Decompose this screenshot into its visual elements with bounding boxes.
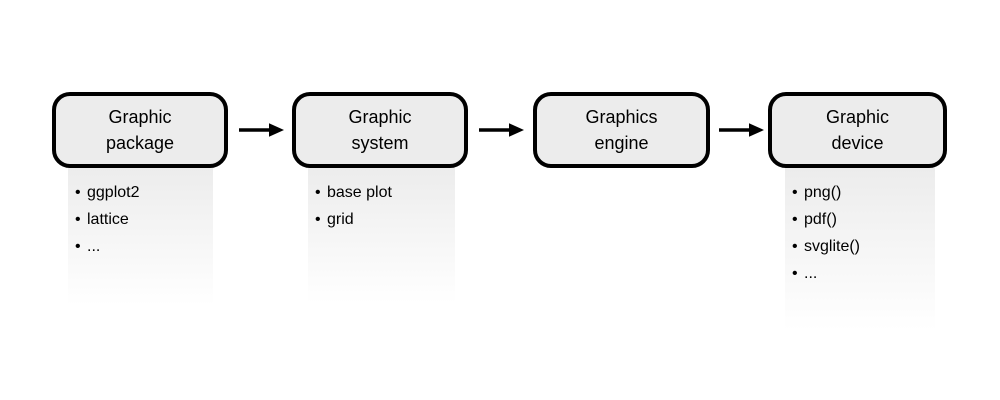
arrow-right-icon — [719, 123, 764, 137]
list-item: • ... — [75, 233, 213, 260]
list-item-text: ggplot2 — [87, 184, 140, 201]
fade-shadow-graphic-package: • ggplot2 • lattice • ... — [68, 166, 213, 306]
list-item: • grid — [315, 206, 455, 233]
arrow-right-icon — [479, 123, 524, 137]
node-title: Graphic package — [105, 107, 175, 153]
bullet-icon: • — [792, 238, 798, 255]
item-list: • png() • pdf() • svglite() • ... — [785, 166, 935, 287]
list-item-text: ... — [804, 265, 818, 282]
list-item-text: pdf() — [804, 211, 837, 228]
list-item: • svglite() — [792, 233, 935, 260]
arrow-right-icon — [239, 123, 284, 137]
bullet-icon: • — [315, 184, 321, 201]
list-item-text: base plot — [327, 184, 392, 201]
item-list: • base plot • grid — [308, 166, 455, 233]
item-list: • ggplot2 • lattice • ... — [68, 166, 213, 260]
node-title: Graphic system — [348, 107, 412, 153]
bullet-icon: • — [75, 184, 81, 201]
list-item: • ... — [792, 260, 935, 287]
bullet-icon: • — [75, 238, 81, 255]
node-graphic-system: Graphic system — [292, 92, 468, 168]
list-item: • base plot — [315, 179, 455, 206]
node-graphics-engine: Graphics engine — [533, 92, 710, 168]
bullet-icon: • — [792, 211, 798, 228]
node-title: Graphics engine — [585, 107, 658, 153]
list-item: • pdf() — [792, 206, 935, 233]
fade-shadow-graphic-device: • png() • pdf() • svglite() • ... — [785, 166, 935, 331]
node-title: Graphic device — [825, 107, 890, 153]
fade-shadow-graphic-system: • base plot • grid — [308, 166, 455, 303]
bullet-icon: • — [315, 211, 321, 228]
list-item-text: svglite() — [804, 238, 861, 255]
node-graphic-device: Graphic device — [768, 92, 947, 168]
list-item-text: png() — [804, 184, 842, 201]
list-item: • lattice — [75, 206, 213, 233]
node-graphic-package: Graphic package — [52, 92, 228, 168]
list-item: • ggplot2 — [75, 179, 213, 206]
list-item: • png() — [792, 179, 935, 206]
list-item-text: ... — [87, 238, 101, 255]
bullet-icon: • — [792, 265, 798, 282]
list-item-text: lattice — [87, 211, 129, 228]
bullet-icon: • — [792, 184, 798, 201]
bullet-icon: • — [75, 211, 81, 228]
list-item-text: grid — [327, 211, 354, 228]
